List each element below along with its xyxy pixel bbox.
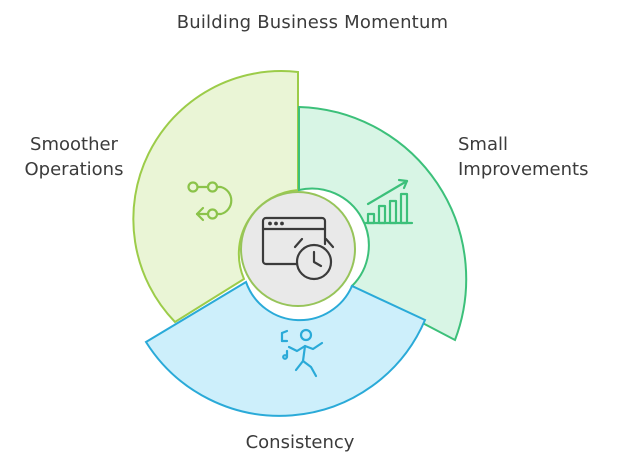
label-consistency: Consistency [245, 432, 355, 453]
workflow-icon [187, 181, 233, 222]
dancing-person-icon [280, 328, 324, 378]
growth-chart-icon [364, 178, 414, 225]
label-small-line2: Improvements [458, 159, 589, 180]
label-small-improvements: Small Improvements [458, 132, 618, 182]
label-smoother-line2: Operations [24, 159, 124, 180]
label-small-line1: Small [458, 134, 508, 155]
segment-consistency [144, 280, 427, 417]
browser-alarm-clock-icon [261, 216, 335, 281]
label-smoother-operations: Smoother Operations [10, 132, 138, 182]
center-hub [240, 191, 356, 307]
diagram-title: Building Business Momentum [176, 12, 449, 33]
label-smoother-line1: Smoother [30, 134, 118, 155]
